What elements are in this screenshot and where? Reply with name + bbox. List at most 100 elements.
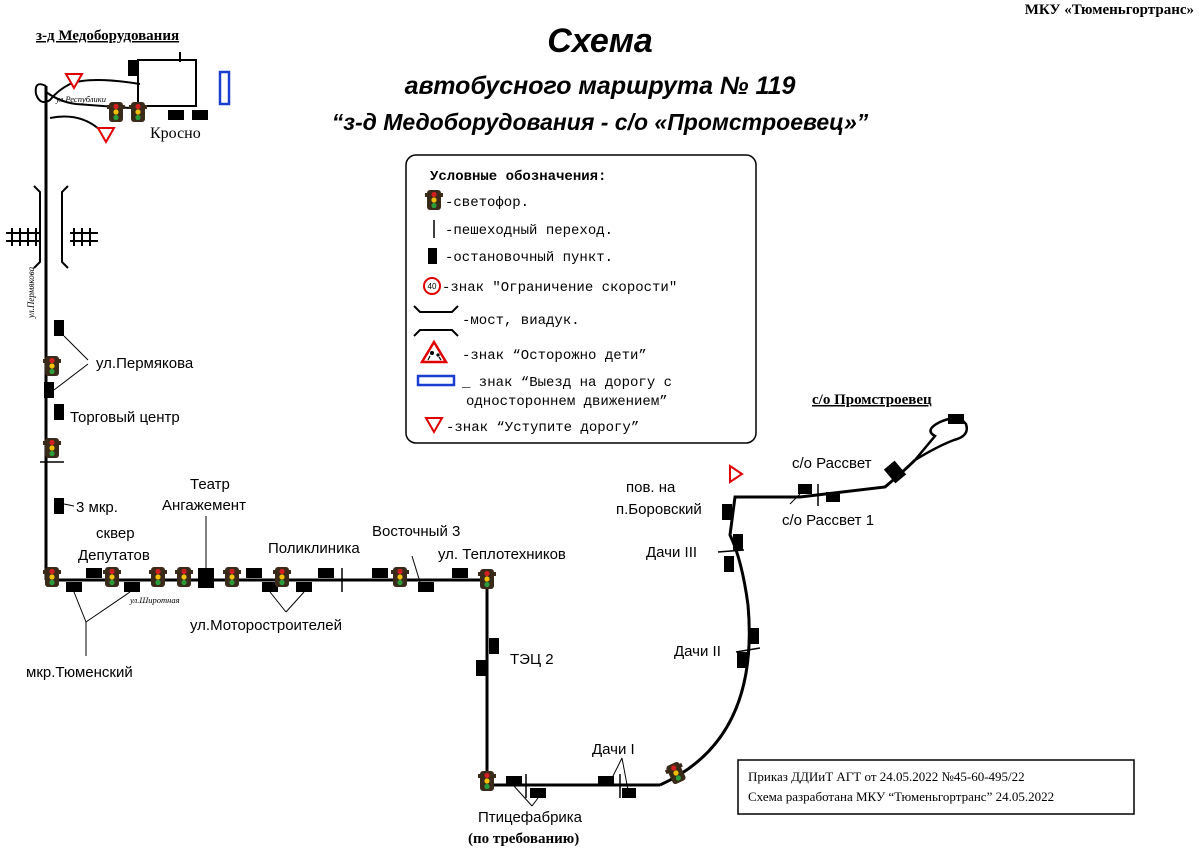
legend-item-label: -мост, виадук. <box>462 313 580 329</box>
terminus-end-label: с/о Промстроевец <box>812 392 932 408</box>
bus-stop-tets2-1 <box>489 638 499 654</box>
bus-stop-krosno-2 <box>192 110 208 120</box>
stop-skver-label-2: Депутатов <box>78 547 150 564</box>
bus-stop-tets2-2 <box>476 660 486 676</box>
bridge-icon <box>33 185 69 269</box>
children-warning-sign-icon <box>419 339 449 364</box>
bus-stop-poliklinika <box>318 568 334 578</box>
bus-stop-torgovy <box>54 404 64 420</box>
traffic-light-icon <box>478 569 496 589</box>
stop-on-request-label: (по требованию) <box>468 831 579 847</box>
one-way-sign-icon <box>218 70 231 106</box>
stop-poliklinika-label: Поликлиника <box>268 540 360 557</box>
bus-stop-krosno-1 <box>168 110 184 120</box>
bus-stop-motorostroiteley-3 <box>296 582 312 592</box>
bus-stop-skver-1 <box>86 568 102 578</box>
bus-stop-tyumensky-1 <box>66 582 82 592</box>
stop-dachi2-label: Дачи II <box>674 643 721 660</box>
stop-teatr-label-2: Ангажемент <box>162 497 246 514</box>
stop-teplotekhnikov-label: ул. Теплотехников <box>438 546 566 563</box>
traffic-light-icon <box>43 356 61 376</box>
bus-stop-rassvet1-2 <box>826 492 840 502</box>
stop-torgovy-label: Торговый центр <box>70 409 180 426</box>
legend-item-label: -знак "Ограничение скорости" <box>442 280 677 296</box>
bus-stop-dachi3-2 <box>724 556 734 572</box>
crosswalk-icon <box>717 549 745 553</box>
bus-stop-teplotekhnikov <box>452 568 468 578</box>
stop-skver-label-1: сквер <box>96 525 135 542</box>
bus-stop-ptitsefabrika-2 <box>530 788 546 798</box>
one-way-sign-icon <box>416 374 456 387</box>
street-shirotnaya-label: ул.Широтная <box>129 595 180 605</box>
terminus-start-label: з-д Медоборудования <box>36 28 179 44</box>
bus-stop-dachi1-1 <box>598 776 614 786</box>
legend-item-label: -светофор. <box>445 195 529 211</box>
speed-limit-sign-icon <box>423 277 441 295</box>
stop-dachi1-label: Дачи I <box>592 741 635 758</box>
yield-sign-icon <box>96 127 116 145</box>
stop-rassvet-label: с/о Рассвет <box>792 455 872 472</box>
yield-sign-icon <box>64 73 84 91</box>
legend-item-label: -знак “Уступите дорогу” <box>446 420 639 436</box>
street-respubliki-label: ул.Республики <box>55 94 106 104</box>
traffic-light-icon <box>43 567 61 587</box>
stop-rassvet1-label: с/о Рассвет 1 <box>782 512 874 529</box>
legend-item-label: _ знак “Выезд на дорогу с <box>461 375 672 391</box>
stop-borovsky-label-1: пов. на <box>626 479 676 496</box>
stop-teatr-label-1: Театр <box>190 476 230 493</box>
stop-leader-lines <box>789 493 801 505</box>
traffic-light-icon <box>273 567 291 587</box>
traffic-light-icon <box>391 567 409 587</box>
traffic-light-icon <box>103 567 121 587</box>
bus-stop-tyumensky-2 <box>124 582 140 592</box>
crosswalk-icon <box>735 647 761 653</box>
bus-stop-rassvet1-1 <box>798 484 812 494</box>
bus-stop-permyakova-1 <box>54 320 64 336</box>
stop-tyumensky-label: мкр.Тюменский <box>26 664 133 681</box>
footer-box <box>737 759 1135 815</box>
traffic-light-icon <box>129 102 147 122</box>
org-name: МКУ «Тюменьгортранс» <box>1025 2 1194 18</box>
bus-stop-motorostroiteley-1 <box>246 568 262 578</box>
diagram-subtitle: автобусного маршрута № 119 <box>405 72 796 100</box>
bus-stop-vostochny-1 <box>372 568 388 578</box>
end-terminal-loop <box>914 417 968 462</box>
bus-stop-icon <box>428 248 437 264</box>
traffic-light-icon <box>223 567 241 587</box>
bus-stop-start <box>128 60 137 76</box>
legend-item-label: -знак “Осторожно дети” <box>462 348 647 364</box>
stop-vostochny-label: Восточный 3 <box>372 523 460 540</box>
bus-stop-mkr3 <box>54 498 64 514</box>
legend-item-label: -остановочный пункт. <box>445 249 613 266</box>
yield-sign-icon <box>729 464 744 484</box>
bridge-icon <box>413 305 459 337</box>
footer-developer: Схема разработана МКУ “Тюменьгортранс” 2… <box>748 789 1054 804</box>
bus-stop-permyakova-2 <box>44 382 54 398</box>
legend-item-label: одностороннем движением” <box>466 394 668 410</box>
bus-stop-ptitsefabrika-1 <box>506 776 522 786</box>
stop-motorostroiteley-label: ул.Моторостроителей <box>190 617 342 634</box>
footer-order: Приказ ДДИиТ АГТ от 24.05.2022 №45-60-49… <box>748 769 1025 784</box>
bus-stop-dachi1-2 <box>622 788 636 798</box>
stop-leader-lines <box>513 757 629 807</box>
start-terminal-building <box>137 52 197 107</box>
stop-borovsky-label-2: п.Боровский <box>616 501 702 518</box>
stop-tets2-label: ТЭЦ 2 <box>510 651 554 668</box>
route-name: “з-д Медоборудования - с/о «Промстроевец… <box>332 109 869 135</box>
stop-mkr3-label: 3 мкр. <box>76 499 118 516</box>
bus-stop-borovsky <box>722 504 732 520</box>
traffic-light-icon <box>149 567 167 587</box>
diagram-title: Схема <box>547 22 653 60</box>
bus-stop-teatr <box>198 568 214 588</box>
stop-leader-lines <box>53 335 89 507</box>
stop-krosno-label: Кросно <box>150 125 201 142</box>
stop-dachi3-label: Дачи III <box>646 544 697 561</box>
legend-item-label: -пешеходный переход. <box>445 222 613 239</box>
traffic-light-icon <box>478 771 496 791</box>
bus-stop-motorostroiteley-2 <box>262 582 278 592</box>
bus-stop-dachi3-1 <box>733 534 743 550</box>
stop-ptitsefabrika-label: Птицефабрика <box>478 809 583 826</box>
traffic-light-icon <box>425 190 443 210</box>
bus-stop-dachi2-2 <box>737 652 747 668</box>
